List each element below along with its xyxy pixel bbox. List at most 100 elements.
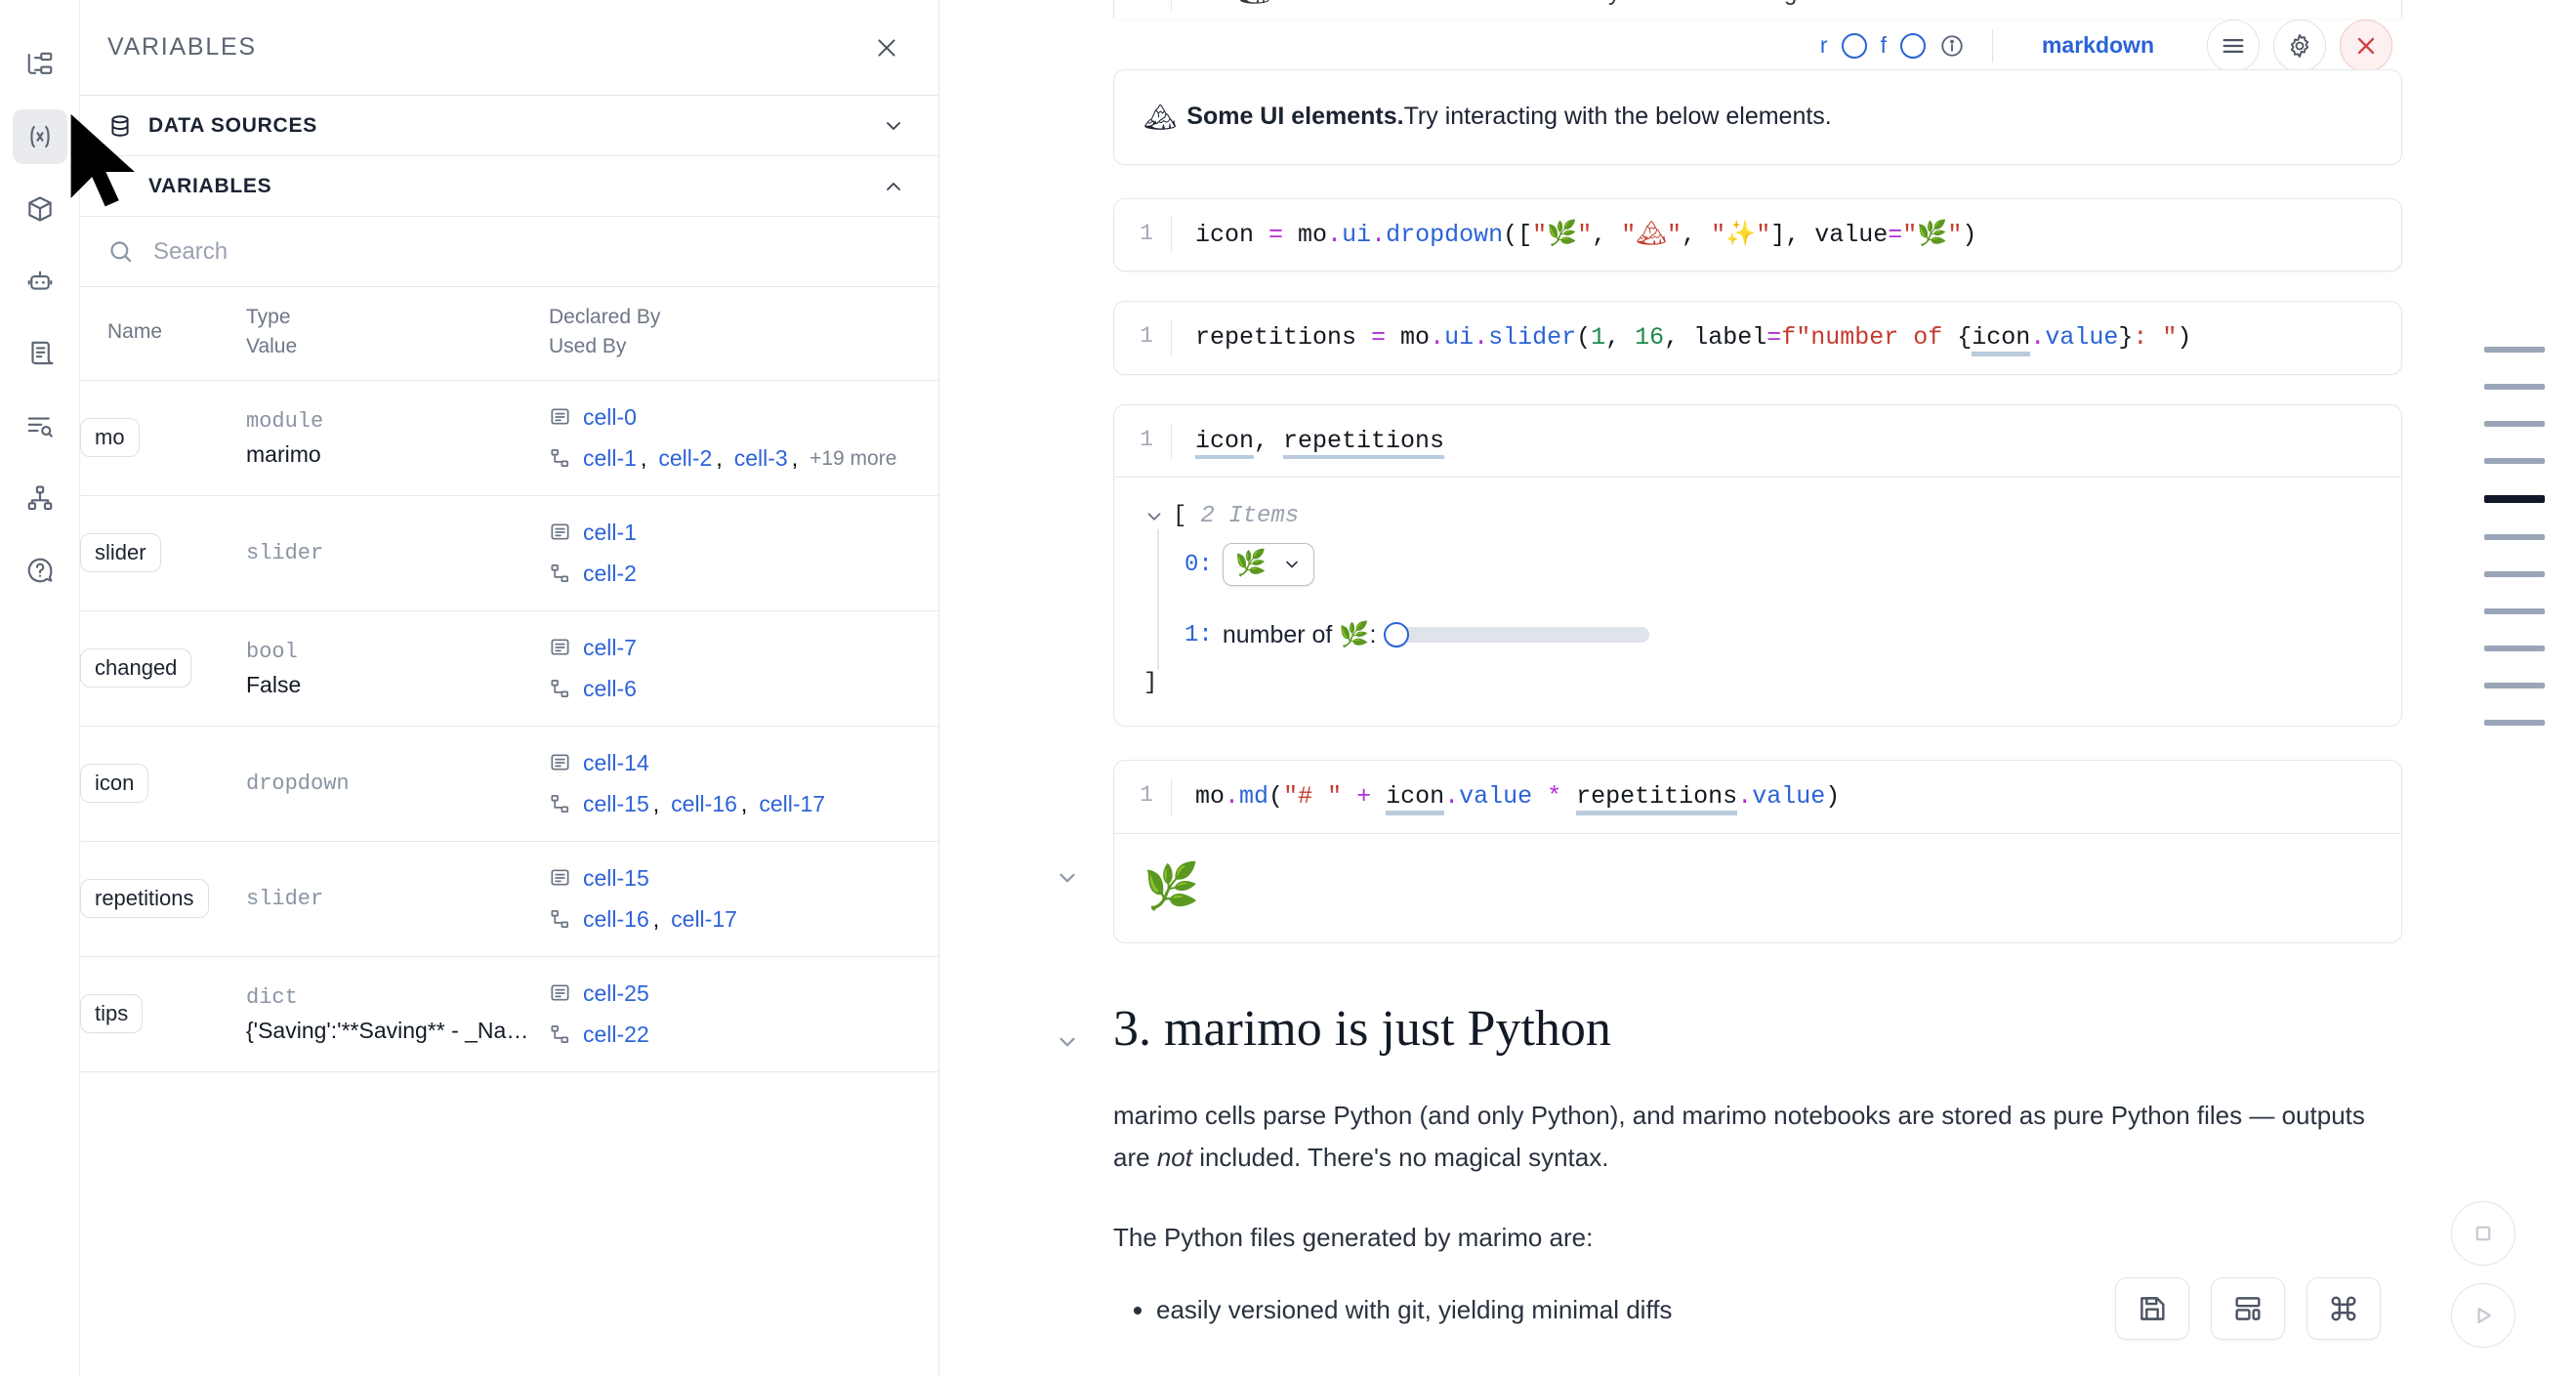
minimap-item[interactable] [2484,347,2545,353]
dependency-graph-icon[interactable] [13,471,67,525]
cell-declared-used: cell-15 cell-16, cell-17 [549,841,938,956]
command-icon[interactable] [2306,1277,2381,1340]
cell-link[interactable]: cell-22 [583,1022,649,1048]
variable-name-chip[interactable]: changed [80,648,192,688]
minimap-item[interactable] [2484,683,2545,688]
cell-link[interactable]: cell-17 [759,791,826,817]
toolbar-f-toggle[interactable] [1899,32,1926,59]
chevron-up-icon[interactable] [882,175,905,198]
tree-header[interactable]: [ 2 Items [1143,503,2372,529]
cell-link[interactable]: cell-16 [583,906,649,933]
minimap-item[interactable] [2484,384,2545,390]
help-icon[interactable] [13,543,67,598]
gear-icon[interactable] [2273,19,2326,72]
file-explorer-icon[interactable] [13,37,67,92]
search-input[interactable] [153,237,911,266]
code-token: icon [1972,323,2031,356]
cell-link[interactable]: cell-25 [583,980,649,1006]
code-token: ui [1342,220,1372,249]
robot-icon[interactable] [13,254,67,309]
table-row[interactable]: repetitions slider cell-15 cell-16, cell-17 [80,841,938,957]
layout-icon[interactable] [2211,1277,2285,1340]
minimap-item[interactable] [2484,534,2545,540]
minimap-item[interactable] [2484,495,2545,503]
minimap-item[interactable] [2484,608,2545,614]
package-icon[interactable] [13,182,67,236]
cell-link[interactable]: cell-2 [583,561,637,587]
variable-name-chip[interactable]: mo [80,418,140,458]
code-text[interactable]: icon, repetitions [1171,422,1445,459]
dropdown-select[interactable]: 🌿 [1222,543,1315,586]
cell-link[interactable]: cell-3 [733,445,788,472]
minimap[interactable] [2484,347,2545,726]
separator: , [652,791,660,817]
floppy-disk-icon[interactable] [2115,1277,2189,1340]
code-text[interactable]: repetitions = mo.ui.slider(1, 16, label=… [1171,319,2191,356]
cell-link[interactable]: cell-17 [671,906,737,933]
close-icon[interactable] [2340,19,2392,72]
separator: , [652,906,660,933]
variable-name-chip[interactable]: slider [80,533,161,573]
cell-link[interactable]: cell-15 [583,864,649,891]
minimap-item[interactable] [2484,421,2545,427]
cell-link[interactable]: cell-1 [583,445,637,472]
section-data-sources[interactable]: DATA SOURCES [80,96,938,156]
variables-icon[interactable] [12,109,67,164]
variable-name-chip[interactable]: icon [80,764,149,804]
cell-link[interactable]: cell-1 [583,519,637,545]
minimap-item[interactable] [2484,571,2545,577]
outline-search-icon[interactable] [13,398,67,453]
collapse-chevron-icon[interactable] [1055,1029,1080,1055]
table-header: Name Type Value Declared By Used By [80,287,938,381]
info-icon[interactable] [1939,33,1965,59]
language-label[interactable]: markdown [2041,32,2154,58]
minimap-item[interactable] [2484,458,2545,464]
hamburger-icon[interactable] [2207,19,2260,72]
code-token: "🌿" [1532,220,1593,249]
code-text[interactable]: """🏔 Some UI elements."" Try interacting… [1171,0,2003,13]
used-by-line: cell-6 [549,671,938,707]
declared-by-line: cell-0 [549,399,938,436]
graph-icon [549,908,571,931]
code-text[interactable]: mo.md("# " + icon.value * repetitions.va… [1171,778,1840,815]
cell-link[interactable]: cell-15 [583,791,649,817]
variable-name-chip[interactable]: tips [80,994,144,1034]
stop-icon[interactable] [2451,1201,2515,1266]
variable-type: dict [246,984,298,1010]
more-count[interactable]: +19 more [810,446,897,470]
minimap-item[interactable] [2484,646,2545,651]
play-icon[interactable] [2451,1283,2515,1348]
table-row[interactable]: slider slider cell-1 cell-2 [80,495,938,611]
cell-link[interactable]: cell-0 [583,403,637,430]
chevron-down-icon[interactable] [1143,506,1165,527]
cell-link[interactable]: cell-14 [583,749,649,775]
section-variables[interactable]: VARIABLES [80,156,938,217]
close-icon[interactable] [870,31,903,64]
declared-by-line: cell-1 [549,515,938,551]
chevron-down-icon[interactable] [882,114,905,138]
toolbar-r-toggle[interactable] [1841,32,1867,59]
cell-type-value: slider [246,841,549,956]
cell-link[interactable]: cell-7 [583,634,637,660]
collapse-chevron-icon[interactable] [1055,865,1080,891]
slider-knob[interactable] [1384,622,1410,647]
line-number: 1 [1140,782,1153,808]
cell-link[interactable]: cell-2 [658,445,713,472]
slider-track[interactable] [1384,622,1650,647]
variable-name-chip[interactable]: repetitions [80,879,209,919]
cell-link[interactable]: cell-6 [583,676,637,702]
minimap-item[interactable] [2484,720,2545,726]
documentation-icon[interactable] [13,326,67,381]
code-text[interactable]: icon = mo.ui.dropdown(["🌿", "🏔", "✨"], v… [1171,216,1976,253]
code-token: . [2030,323,2046,352]
cell-link[interactable]: cell-16 [671,791,737,817]
code-token: { [1957,323,1973,352]
graph-icon [549,678,571,700]
variable-type: slider [246,540,324,565]
